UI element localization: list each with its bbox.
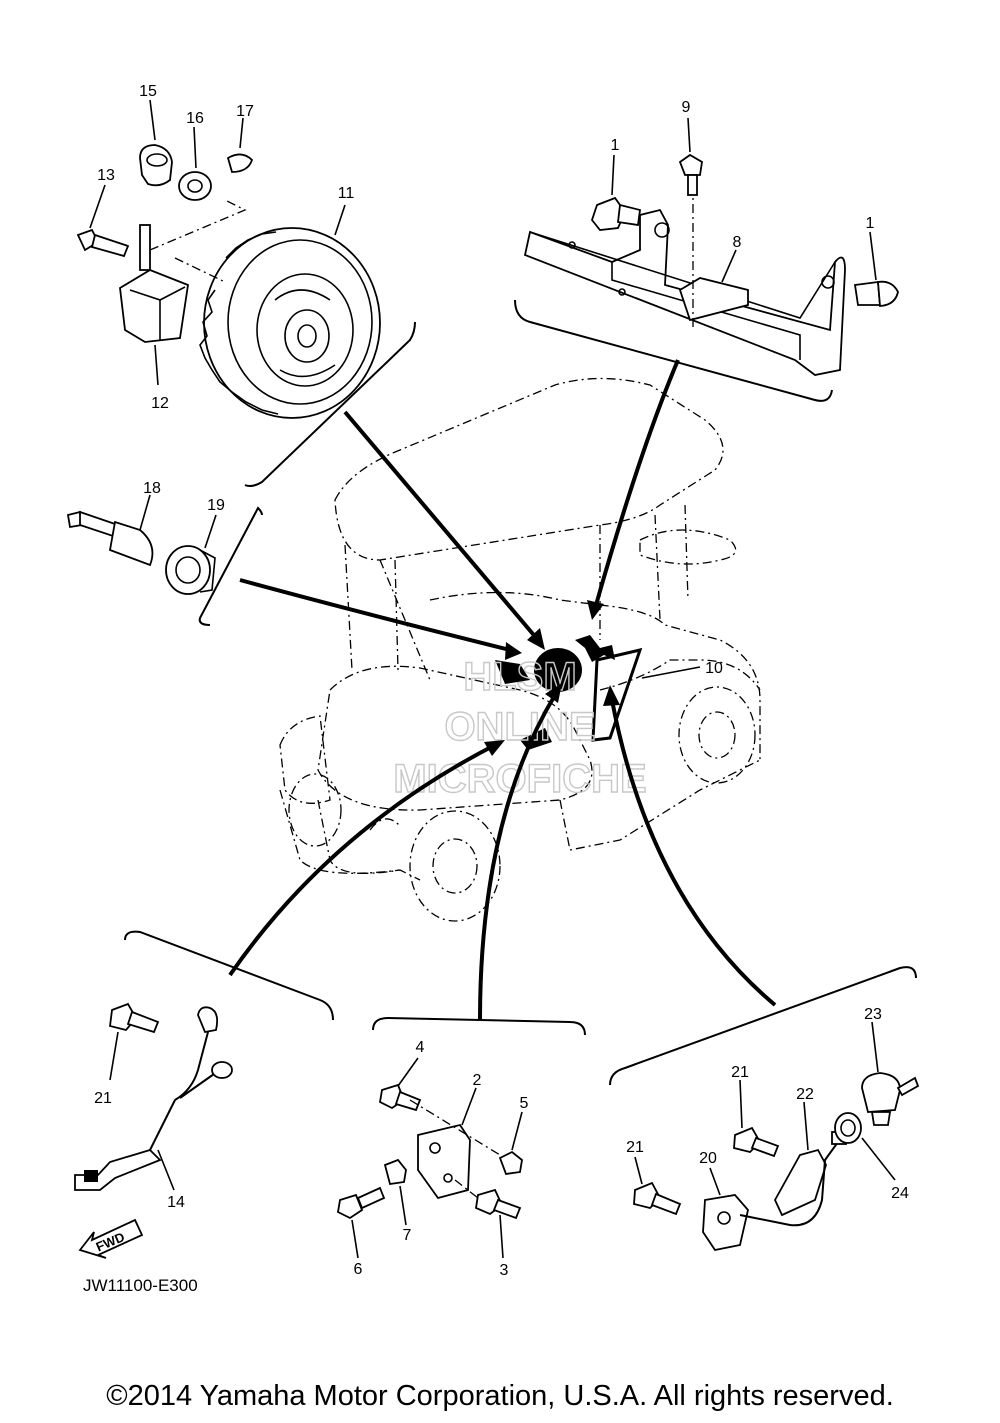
connector-2 <box>478 693 557 1021</box>
part-23-sender <box>861 1021 920 1126</box>
part-17-key <box>226 117 254 173</box>
label-part-17: 17 <box>236 103 254 120</box>
label-part-20: 20 <box>699 1150 717 1167</box>
part-21-bolt-right-lower <box>633 1156 682 1216</box>
label-part-9: 9 <box>682 99 691 116</box>
group-bracket-bottom-left <box>124 930 334 1021</box>
reference-code: JW11100-E300 <box>83 1276 198 1295</box>
connector-8 <box>594 359 680 606</box>
group-bracket-top-left <box>244 321 416 487</box>
label-part-15: 15 <box>139 83 157 100</box>
watermark-line-2: ONLINE <box>444 705 595 749</box>
label-part-1-right: 1 <box>866 215 875 232</box>
label-part-4: 4 <box>416 1039 425 1056</box>
label-part-14: 14 <box>167 1194 185 1211</box>
label-part-2: 2 <box>473 1072 482 1089</box>
part-8-bracket <box>523 185 846 376</box>
part-18-bulb <box>66 494 154 567</box>
group-bracket-mid-left <box>198 506 263 626</box>
part-5-nut <box>498 1111 523 1175</box>
group-bracket-bottom-center <box>372 1016 586 1036</box>
label-part-16: 16 <box>186 110 204 127</box>
label-part-10: 10 <box>705 660 723 677</box>
part-7-collar <box>383 1158 407 1226</box>
fwd-label: FWD <box>94 1229 127 1254</box>
label-part-24: 24 <box>891 1185 909 1202</box>
label-part-21-right-lower: 21 <box>626 1139 644 1156</box>
part-21-bolt-right-upper <box>733 1079 780 1158</box>
part-2-bracket <box>409 1087 501 1200</box>
part-22-bracket <box>773 1101 827 1217</box>
connector-11 <box>343 410 540 642</box>
golf-cart-outline <box>279 377 761 922</box>
watermark: HLSM ONLINE MICROFICHE <box>393 654 648 801</box>
part-12-speed-sensor <box>119 224 189 386</box>
label-part-19: 19 <box>207 497 225 514</box>
label-part-7: 7 <box>403 1227 412 1244</box>
label-part-1-left: 1 <box>611 137 620 154</box>
label-part-3: 3 <box>500 1262 509 1279</box>
connector-20 <box>610 699 777 1007</box>
part-11-pulley <box>199 204 381 419</box>
label-part-6: 6 <box>354 1261 363 1278</box>
connector-18 <box>239 578 511 652</box>
part-13-bolt <box>76 184 130 258</box>
assembly-line-top-left <box>149 199 247 283</box>
label-part-23: 23 <box>864 1006 882 1023</box>
part-6-bolt <box>337 1186 386 1259</box>
copyright-notice: ©2014 Yamaha Motor Corporation, U.S.A. A… <box>106 1380 894 1412</box>
part-24-o-ring <box>834 1112 896 1181</box>
part-19-grommet <box>165 514 217 595</box>
label-part-12: 12 <box>151 395 169 412</box>
label-part-21-right-upper: 21 <box>731 1064 749 1081</box>
label-part-13: 13 <box>97 167 115 184</box>
part-15-nut <box>139 99 173 187</box>
part-14-ground-harness <box>74 1006 233 1191</box>
part-1-bolt-right <box>853 231 899 307</box>
part-21-bolt-left <box>109 1002 160 1081</box>
part-1-bolt-left <box>590 154 641 231</box>
part-4-bolt <box>379 1057 422 1112</box>
label-part-18: 18 <box>143 480 161 497</box>
fwd-arrow-icon: FWD <box>78 1218 144 1259</box>
part-16-washer <box>178 126 212 201</box>
group-bracket-bottom-right <box>609 966 917 1086</box>
part-number-labels: 15 16 17 13 11 12 9 1 1 8 18 19 10 21 14… <box>94 83 909 1279</box>
group-bracket-top-right <box>514 299 833 402</box>
label-part-5: 5 <box>520 1095 529 1112</box>
connector-14 <box>228 743 496 977</box>
label-part-8: 8 <box>733 234 742 251</box>
label-part-21-left: 21 <box>94 1090 112 1107</box>
leader-10 <box>641 666 701 679</box>
label-part-11: 11 <box>338 185 355 202</box>
part-9-bolt <box>678 117 703 196</box>
label-part-22: 22 <box>796 1086 814 1103</box>
part-3-bolt <box>454 1179 522 1259</box>
